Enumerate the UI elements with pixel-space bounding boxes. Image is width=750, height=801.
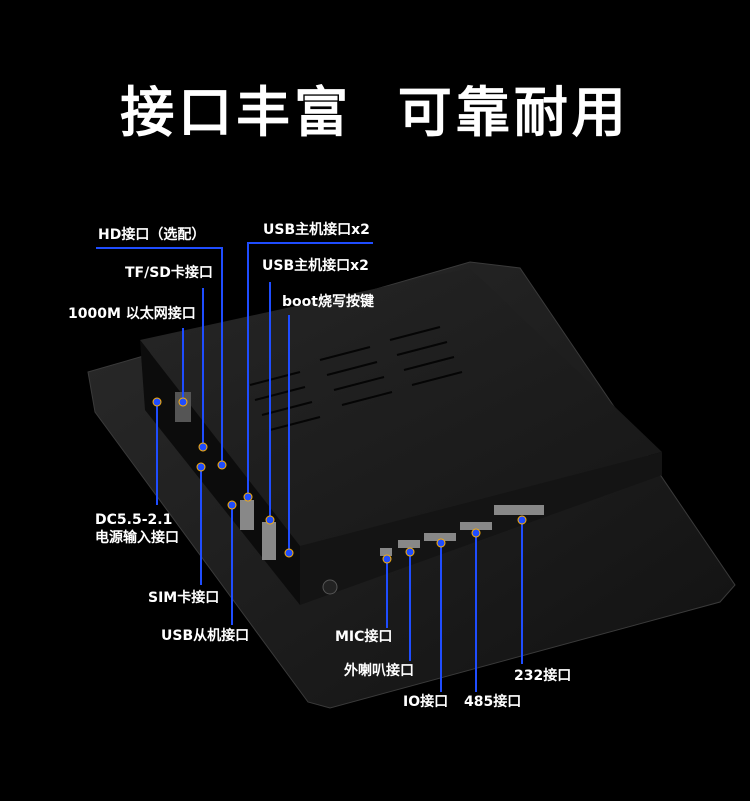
label-usb-host-1: USB主机接口x2 xyxy=(263,222,370,238)
label-dc-line2: 电源输入接口 xyxy=(95,530,179,546)
label-sim: SIM卡接口 xyxy=(148,590,220,606)
label-ethernet: 1000M 以太网接口 xyxy=(68,306,196,322)
label-usb-host-2: USB主机接口x2 xyxy=(262,258,369,274)
callout-dots xyxy=(152,397,527,564)
label-tf-sd: TF/SD卡接口 xyxy=(125,265,213,281)
connector-ports xyxy=(175,392,544,595)
page-title: 接口丰富 可靠耐用 xyxy=(120,81,630,144)
label-232: 232接口 xyxy=(514,668,572,684)
callout-lines xyxy=(96,242,523,692)
vent-slots xyxy=(249,326,463,431)
label-usb-slave: USB从机接口 xyxy=(161,628,250,644)
label-boot: boot烧写按键 xyxy=(282,294,374,310)
label-dc-line1: DC5.5-2.1 xyxy=(95,512,173,528)
label-485: 485接口 xyxy=(464,694,522,710)
label-mic: MIC接口 xyxy=(335,629,393,645)
label-hd: HD接口（选配） xyxy=(98,227,206,243)
label-io: IO接口 xyxy=(403,694,449,710)
label-speaker: 外喇叭接口 xyxy=(344,663,414,679)
